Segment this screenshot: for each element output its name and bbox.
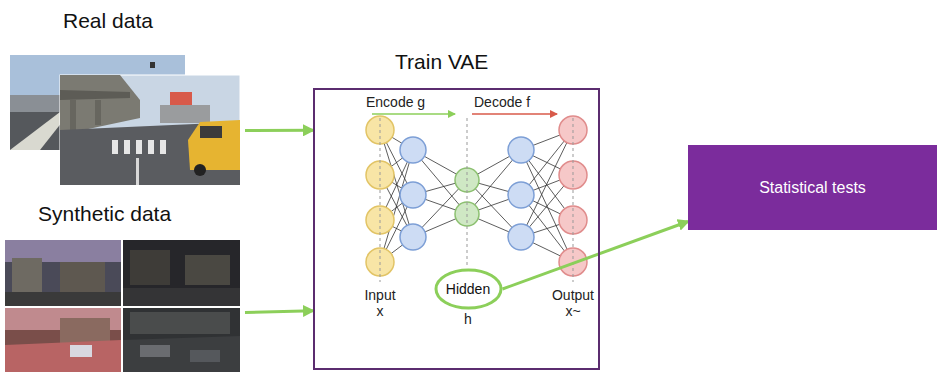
encode-arrow [372, 113, 455, 115]
neural-network [366, 116, 587, 276]
neuron [400, 182, 426, 208]
group-box: Train VAEHidden [313, 88, 600, 370]
layer-label: h [458, 311, 478, 327]
real-photo-front [60, 75, 240, 185]
neuron [400, 137, 426, 163]
layer-label: Input x [360, 287, 400, 319]
heading: Train VAE [395, 50, 488, 74]
neuron [400, 224, 426, 250]
group-box: Synthetic data [5, 198, 245, 374]
layer-guides [380, 118, 573, 282]
heading: Real data [63, 9, 153, 33]
neuron [508, 224, 534, 250]
layer-label: Output x~ [547, 287, 599, 319]
stage-label: Decode f [474, 94, 564, 110]
decode-arrow [472, 113, 557, 115]
heading: Synthetic data [38, 202, 171, 226]
synthetic-photos [5, 240, 240, 372]
group-box: Real data [5, 5, 245, 187]
neuron [508, 137, 534, 163]
neuron [508, 182, 534, 208]
flow-arrow [503, 222, 689, 290]
box-text: Statistical tests [759, 179, 866, 197]
flow-arrow [245, 129, 313, 132]
hidden-ellipse: Hidden [434, 268, 503, 310]
flow-arrow [245, 311, 313, 313]
layer-name: Hidden [446, 281, 490, 297]
process-box: Statistical tests [688, 145, 937, 230]
stage-label: Encode g [366, 94, 456, 110]
